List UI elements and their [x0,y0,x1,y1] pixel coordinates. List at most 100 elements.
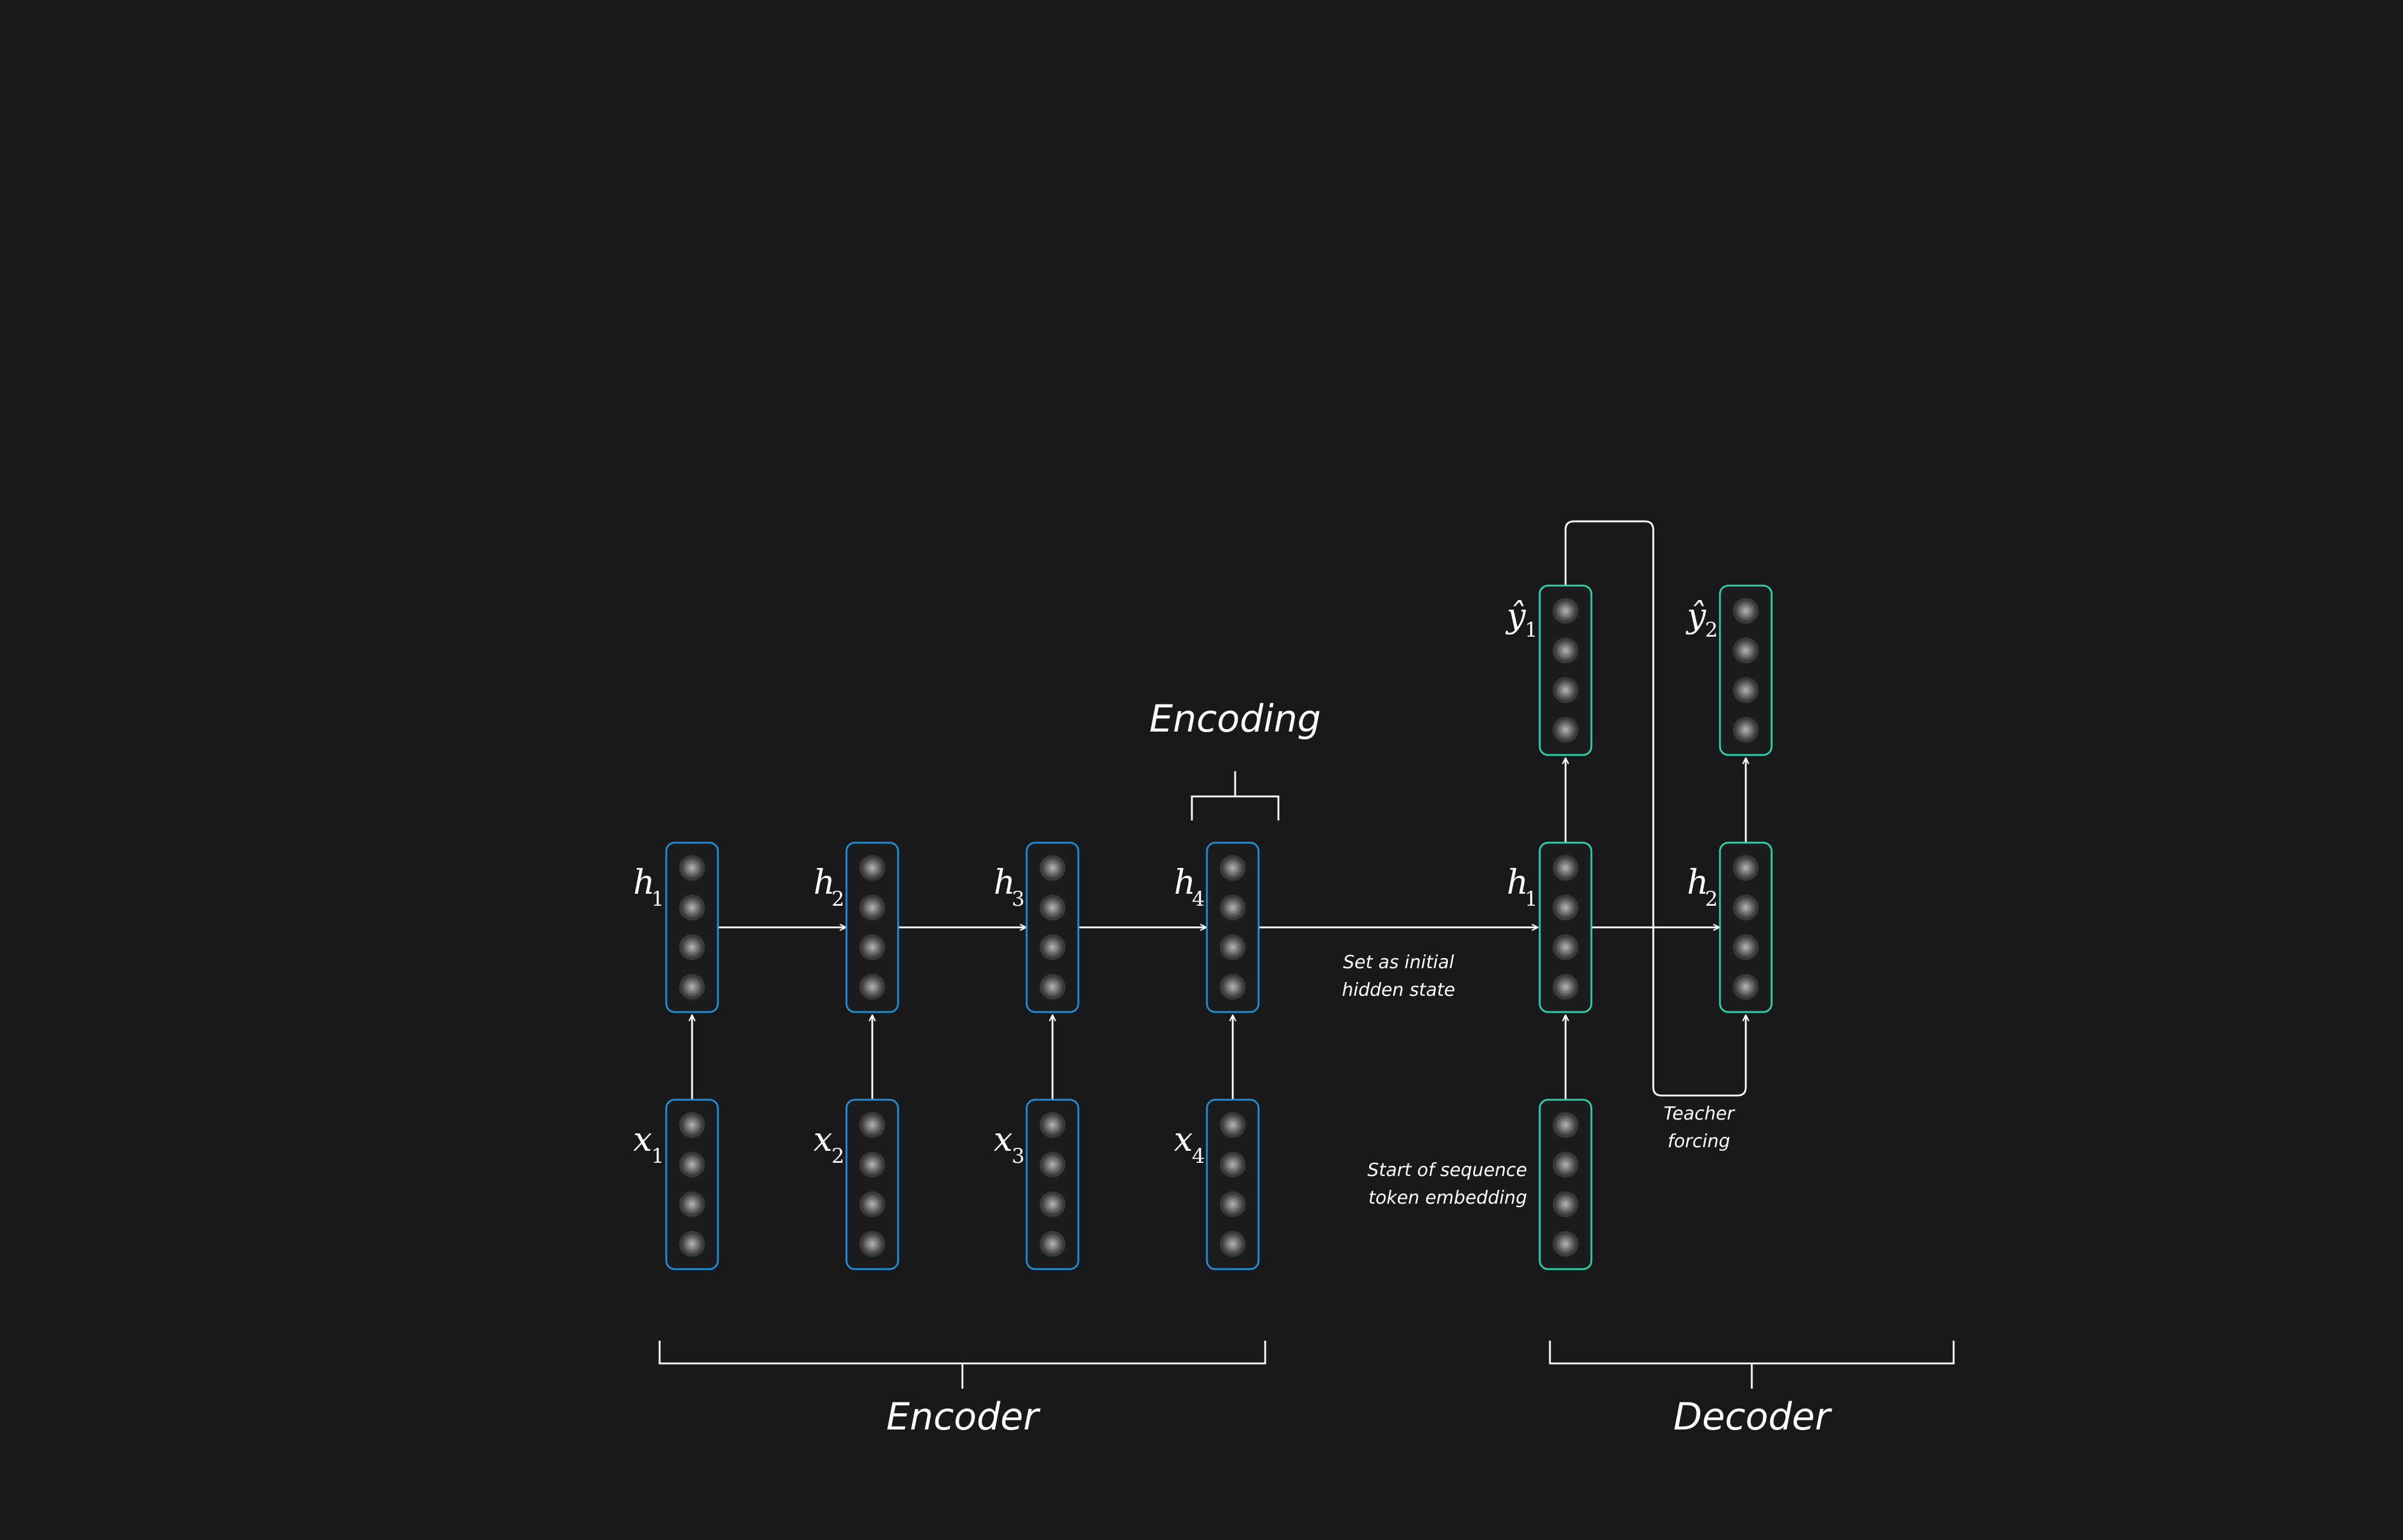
enc-x2-cell [845,1099,899,1270]
neuron [679,1151,705,1178]
neuron [1552,1151,1579,1178]
enc-h3-sub: 3 [1012,887,1025,911]
neuron [1220,974,1246,1000]
enc-x2-symbol: x [813,1120,833,1159]
neuron [1220,855,1246,881]
enc-h1-symbol: h [633,863,655,902]
dec-h2-sub: 2 [1705,887,1718,911]
neuron [1552,1231,1579,1257]
enc-h1-cell [665,841,719,1013]
enc-h3-cell [1025,841,1080,1013]
teacher-forcing-label-line1: Teacher [1663,1103,1735,1124]
neuron [859,934,886,960]
neuron [1039,1112,1066,1138]
neuron [679,1112,705,1138]
dec-h1-cell [1539,841,1593,1013]
dec-h1-cell-frame [1539,841,1593,1013]
neuron [1039,974,1066,1000]
neuron [1733,855,1759,881]
neuron [1039,855,1066,881]
enc-x3-cell [1025,1099,1080,1270]
enc-h2-cell-frame [845,841,899,1013]
teacher-forcing-label-line2: forcing [1668,1131,1730,1152]
neuron [679,1191,705,1217]
neuron [1039,1231,1066,1257]
neuron [1220,1191,1246,1217]
encoding-label: Encoding [1149,697,1321,741]
neuron [1733,677,1759,703]
neuron [1220,1231,1246,1257]
enc-x3-sub: 3 [1012,1144,1025,1168]
encoding-bracket [1191,771,1280,820]
enc-h4-cell-frame [1206,841,1260,1013]
neuron [1039,1151,1066,1178]
enc-x4-sub: 4 [1192,1144,1205,1168]
neuron [1733,598,1759,624]
dec-y1-sub: 1 [1525,618,1538,642]
decoder-bracket [1549,1341,1955,1389]
neuron [1552,855,1579,881]
teacher-forcing-path [1564,520,1746,1097]
sos-label-line2: token embedding [1369,1187,1527,1208]
neuron [859,855,886,881]
neuron [1220,934,1246,960]
set-initial-label-line1: Set as initial [1343,952,1455,973]
dec-sos-cell [1539,1099,1593,1270]
neuron [1552,677,1579,703]
neuron [859,894,886,921]
dec-h2-cell [1719,841,1773,1013]
dec-h1-sub: 1 [1525,887,1538,911]
neuron [1733,974,1759,1000]
enc-h4-symbol: h [1174,863,1195,902]
enc-h2-symbol: h [813,863,835,902]
neuron [1552,934,1579,960]
neuron [1220,1151,1246,1178]
dec-y1-cell [1539,584,1593,756]
neuron [1733,637,1759,664]
dec-h2-symbol: h [1687,863,1709,902]
enc-h4-cell [1206,841,1260,1013]
neuron [859,1151,886,1178]
sos-label-line1: Start of sequence [1367,1160,1527,1181]
neuron [859,1112,886,1138]
encoder-bracket [658,1341,1266,1389]
dec-y2-symbol: ŷ [1685,596,1707,635]
enc-h3-cell-frame [1025,841,1080,1013]
neuron [1552,598,1579,624]
enc-h3-symbol: h [994,863,1015,902]
enc-x4-cell [1206,1099,1260,1270]
neuron [1733,934,1759,960]
enc-x3-symbol: x [994,1120,1013,1159]
set-initial-label-line2: hidden state [1342,980,1455,1001]
neuron [859,1191,886,1217]
neuron [859,974,886,1000]
enc-x4-symbol: x [1174,1120,1193,1159]
neuron [1039,934,1066,960]
neuron [679,934,705,960]
neuron [1733,894,1759,921]
enc-h2-sub: 2 [831,887,845,911]
enc-x2-sub: 2 [831,1144,845,1168]
enc-x1-cell-frame [665,1099,719,1270]
neuron [1552,974,1579,1000]
dec-y1-cell-frame [1539,584,1593,756]
enc-h1-sub: 1 [651,887,664,911]
dec-y2-cell [1719,584,1773,756]
neuron [1552,1191,1579,1217]
neuron [1220,894,1246,921]
enc-x3-cell-frame [1025,1099,1080,1270]
decoder-label: Decoder [1674,1395,1832,1438]
neuron [679,1231,705,1257]
encoder-label: Encoder [886,1395,1040,1438]
dec-y2-sub: 2 [1705,618,1718,642]
enc-x1-sub: 1 [651,1144,664,1168]
neuron [1039,1191,1066,1217]
neuron [1552,717,1579,743]
connections [658,520,1955,1389]
neuron [1552,894,1579,921]
dec-sos-cell-frame [1539,1099,1593,1270]
neuron [679,894,705,921]
neuron [679,974,705,1000]
